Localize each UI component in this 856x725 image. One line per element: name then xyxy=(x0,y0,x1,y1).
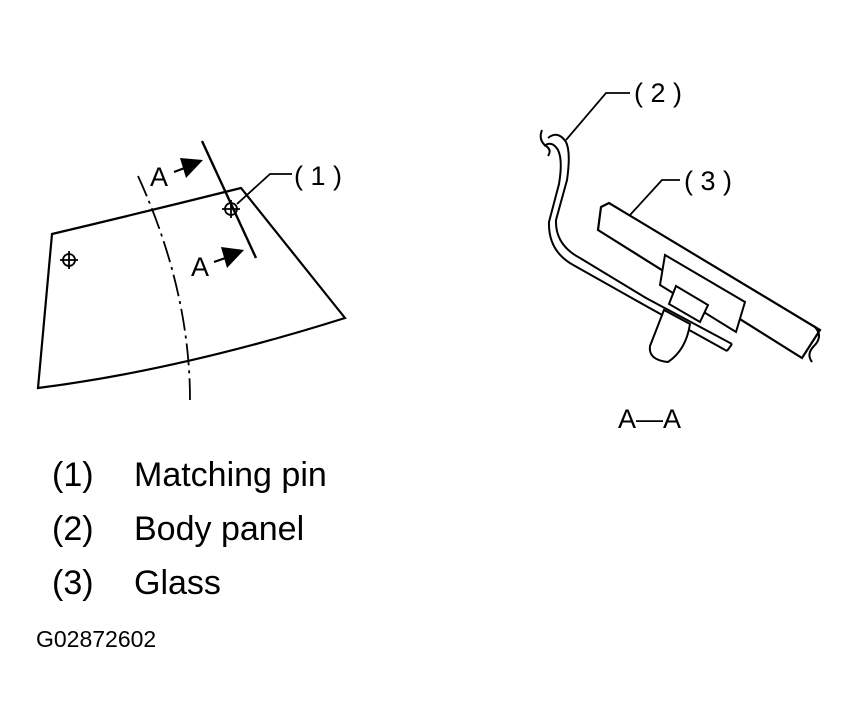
glass-break-mark xyxy=(808,325,820,363)
section-caption: A—A xyxy=(618,404,681,434)
matching-pin-symbol xyxy=(60,251,78,269)
legend-item: (3) Glass xyxy=(52,563,327,617)
legend-text: Glass xyxy=(134,564,221,602)
legend-item: (2) Body panel xyxy=(52,509,327,563)
legend: (1) Matching pin (2) Body panel (3) Glas… xyxy=(52,455,327,617)
matching-pin-clip xyxy=(648,253,747,364)
callout-1-label: ( 1 ) xyxy=(294,161,342,191)
glass-front-view xyxy=(36,140,347,401)
panel-break-mark xyxy=(539,129,551,157)
legend-number: (2) xyxy=(52,510,94,548)
callout-1-leader xyxy=(236,173,292,205)
figure-id: G02872602 xyxy=(36,626,157,652)
matching-pin-symbol xyxy=(222,200,240,218)
legend-item: (1) Matching pin xyxy=(52,455,327,509)
body-panel xyxy=(539,129,733,352)
callout-2-label: ( 2 ) xyxy=(634,78,682,108)
section-marker-label: A xyxy=(150,162,168,192)
cutting-plane-line xyxy=(200,140,258,259)
legend-number: (1) xyxy=(52,456,94,494)
section-centerline xyxy=(137,175,191,401)
section-marker-label: A xyxy=(191,252,209,282)
legend-number: (3) xyxy=(52,564,94,602)
section-arrow-icon xyxy=(213,247,244,268)
callout-3-leader xyxy=(629,179,680,216)
section-arrow-icon xyxy=(173,158,203,178)
callout-2-leader xyxy=(565,92,630,141)
callout-3-label: ( 3 ) xyxy=(684,166,732,196)
glass-outline xyxy=(36,186,347,390)
legend-text: Matching pin xyxy=(134,456,327,494)
legend-text: Body panel xyxy=(134,510,305,548)
